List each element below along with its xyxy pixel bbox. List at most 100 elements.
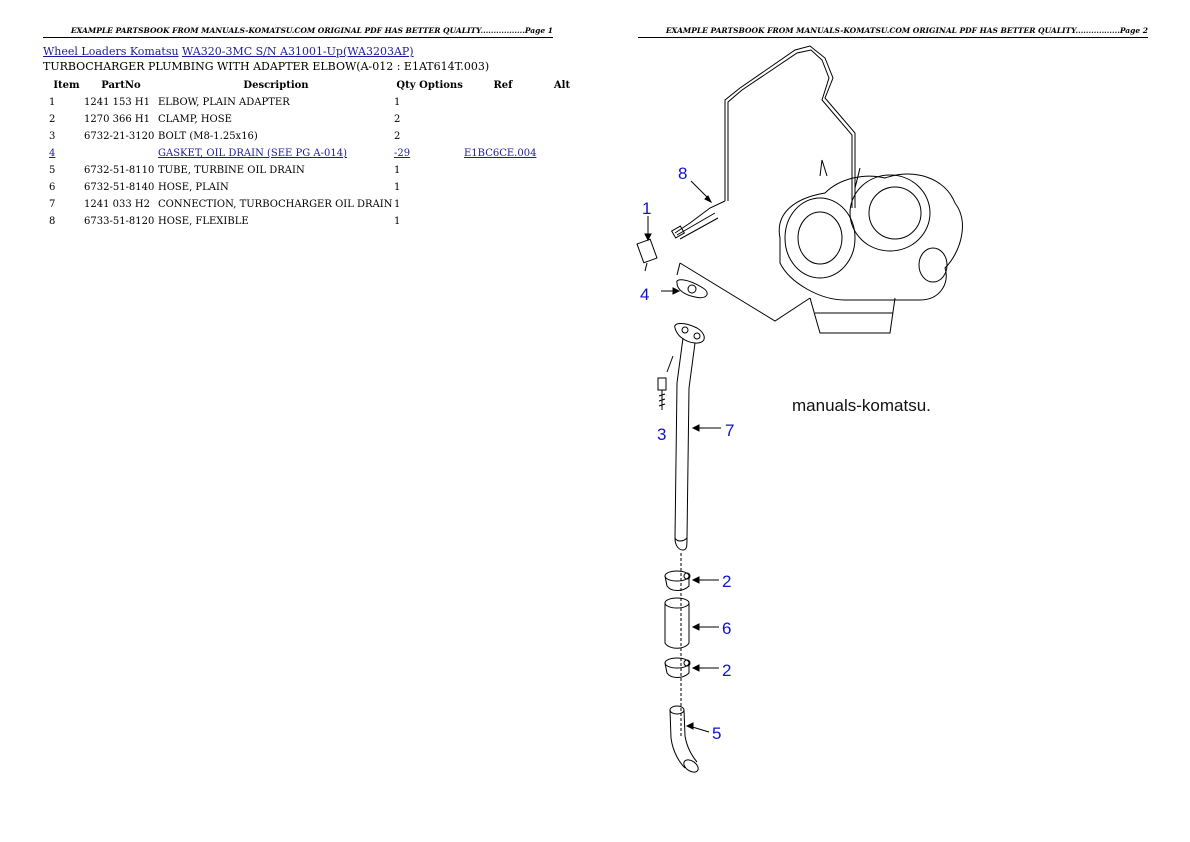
cell-ref: [464, 162, 542, 179]
cell-options: [418, 162, 464, 179]
breadcrumb: Wheel Loaders Komatsu WA320-3MC S/N A310…: [43, 45, 414, 58]
part-8-hose: [670, 212, 719, 240]
part-3-bolt: [657, 355, 674, 410]
cell-qty: 1: [394, 216, 401, 227]
column-header-partno: PartNo: [101, 79, 141, 91]
cell-item: 3: [49, 131, 56, 142]
callout-8: 8: [678, 164, 687, 183]
part-5-tube: [669, 705, 699, 773]
callout-5: 5: [712, 724, 721, 743]
page-header-2: EXAMPLE PARTSBOOK FROM MANUALS-KOMATSU.C…: [638, 26, 1148, 38]
cell-options: [418, 179, 464, 196]
cell-alt: [542, 145, 582, 162]
cell-alt: [542, 94, 582, 111]
cell-description: BOLT (M8-1.25x16): [158, 131, 258, 142]
cell-partno: 1241 153 H1: [84, 97, 150, 108]
table-row: 7 1241 033 H2 CONNECTION, TURBOCHARGER O…: [43, 196, 582, 213]
part-1-elbow: [636, 238, 658, 272]
breadcrumb-link-model[interactable]: WA320-3MC S/N A31001-Up(WA3203AP): [182, 45, 414, 58]
callout-1: 1: [642, 199, 651, 218]
callout-2-upper: 2: [722, 572, 731, 591]
cell-item: 8: [49, 216, 56, 227]
cell-alt: [542, 111, 582, 128]
cell-qty-link[interactable]: -29: [394, 148, 411, 159]
cell-item: 1: [49, 97, 56, 108]
cell-alt: [542, 162, 582, 179]
table-row: 6 6732-51-8140 HOSE, PLAIN 1: [43, 179, 582, 196]
part-7-connection: [674, 323, 705, 551]
cell-alt: [542, 196, 582, 213]
table-header-row: Item PartNo Description Qty Options Ref …: [43, 76, 582, 94]
table-row: 2 1270 366 H1 CLAMP, HOSE 2: [43, 111, 582, 128]
cell-item: 6: [49, 182, 56, 193]
callout-2-lower: 2: [722, 661, 731, 680]
cell-qty: 1: [394, 97, 401, 108]
cell-ref: [464, 94, 542, 111]
column-header-alt: Alt: [553, 79, 571, 91]
cell-alt: [542, 213, 582, 230]
column-header-item: Item: [53, 79, 80, 91]
cell-partno: 6732-51-8140: [84, 182, 155, 193]
callout-3: 3: [657, 425, 666, 444]
cell-ref: [464, 213, 542, 230]
cell-qty: 2: [394, 131, 401, 142]
page-title: TURBOCHARGER PLUMBING WITH ADAPTER ELBOW…: [43, 60, 490, 73]
parts-diagram: 1 2 2 3 4 5 6 7 8 manuals-komatsu.: [636, 45, 963, 773]
table-row: 1 1241 153 H1 ELBOW, PLAIN ADAPTER 1: [43, 94, 582, 111]
cell-partno: 6732-21-3120: [84, 131, 155, 142]
cell-item: 7: [49, 199, 56, 210]
cell-item: 5: [49, 165, 56, 176]
cell-partno: 1270 366 H1: [84, 114, 150, 125]
turbocharger-illustration: [778, 159, 963, 334]
cell-description-link[interactable]: GASKET, OIL DRAIN (SEE PG A-014): [158, 148, 348, 159]
breadcrumb-link-category[interactable]: Wheel Loaders Komatsu: [43, 45, 179, 58]
cell-options: [418, 145, 464, 162]
cell-qty: 1: [394, 182, 401, 193]
table-row: 5 6732-51-8110 TUBE, TURBINE OIL DRAIN 1: [43, 162, 582, 179]
cell-description: HOSE, PLAIN: [158, 182, 229, 193]
part-2-clamp-lower: [664, 657, 691, 678]
cell-partno: [84, 145, 158, 162]
cell-partno: 6732-51-8110: [84, 165, 155, 176]
table-row: 4 GASKET, OIL DRAIN (SEE PG A-014) -29 E…: [43, 145, 582, 162]
cell-options: [418, 111, 464, 128]
cell-options: [418, 128, 464, 145]
parts-table: Item PartNo Description Qty Options Ref …: [43, 76, 582, 230]
cell-ref: [464, 179, 542, 196]
cell-description: HOSE, FLEXIBLE: [158, 216, 249, 227]
table-row: 3 6732-21-3120 BOLT (M8-1.25x16) 2: [43, 128, 582, 145]
cell-ref: [464, 111, 542, 128]
cell-partno: 1241 033 H2: [84, 199, 150, 210]
cell-ref-link[interactable]: E1BC6CE.004: [464, 148, 537, 159]
cell-qty: 2: [394, 114, 401, 125]
column-header-ref: Ref: [493, 79, 513, 91]
cell-item: 2: [49, 114, 56, 125]
column-header-qty: Qty: [396, 79, 416, 91]
cell-ref: [464, 128, 542, 145]
cell-description: TUBE, TURBINE OIL DRAIN: [158, 165, 305, 176]
cell-alt: [542, 128, 582, 145]
column-header-description: Description: [243, 79, 309, 91]
cell-qty: 1: [394, 165, 401, 176]
part-4-gasket: [676, 279, 708, 299]
cell-description: CLAMP, HOSE: [158, 114, 232, 125]
oil-feed-line: [674, 45, 856, 322]
table-row: 8 6733-51-8120 HOSE, FLEXIBLE 1: [43, 213, 582, 230]
cell-description: ELBOW, PLAIN ADAPTER: [158, 97, 290, 108]
callout-7: 7: [725, 421, 734, 440]
part-6-hose: [664, 597, 690, 649]
cell-options: [418, 213, 464, 230]
cell-qty: 1: [394, 199, 401, 210]
cell-options: [418, 94, 464, 111]
callout-6: 6: [722, 619, 731, 638]
cell-item-link[interactable]: 4: [49, 148, 56, 159]
cell-description: CONNECTION, TURBOCHARGER OIL DRAIN: [158, 199, 393, 210]
callout-4: 4: [640, 285, 649, 304]
cell-ref: [464, 196, 542, 213]
page-header-1: EXAMPLE PARTSBOOK FROM MANUALS-KOMATSU.C…: [43, 26, 553, 38]
cell-partno: 6733-51-8120: [84, 216, 155, 227]
diagram-watermark: manuals-komatsu.: [792, 396, 931, 415]
cell-options: [418, 196, 464, 213]
column-header-options: Options: [419, 79, 463, 91]
cell-alt: [542, 179, 582, 196]
